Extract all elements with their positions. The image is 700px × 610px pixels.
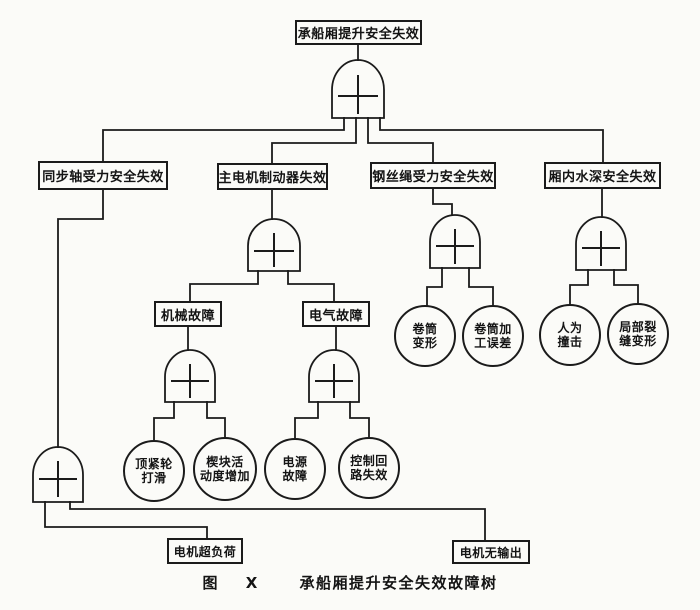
event-label: 工误差 — [474, 336, 512, 350]
event-label: 故障 — [282, 469, 308, 483]
event-label: 打滑 — [141, 471, 167, 485]
event-top-wheel-slip: 顶紧轮 打滑 — [123, 440, 185, 502]
caption-title: 承船厢提升安全失效故障树 — [299, 574, 498, 592]
node-label: 钢丝绳受力安全失效 — [372, 170, 494, 185]
event-label: 卷筒加 — [474, 321, 512, 336]
event-label: 撞击 — [557, 335, 583, 349]
or-gate-icon-mechanical — [164, 349, 216, 403]
node-wire-rope: 钢丝绳受力安全失效 — [370, 162, 496, 189]
figure-caption: 图 X 承船厢提升安全失效故障树 — [0, 572, 700, 593]
event-label: 路失效 — [350, 468, 388, 482]
node-label: 机械故障 — [160, 308, 215, 324]
or-gate-icon-wire-rope — [429, 214, 481, 269]
node-mechanical-fault: 机械故障 — [154, 301, 222, 327]
event-local-crack-deformation: 局部裂 缝变形 — [607, 303, 669, 365]
event-drum-machining-error: 卷筒加 工误差 — [462, 305, 524, 367]
event-label: 控制回 — [350, 453, 388, 468]
node-label: 主电机制动器失效 — [218, 171, 327, 186]
caption-figure-number: X — [245, 574, 259, 592]
node-motor-overload: 电机超负荷 — [167, 538, 243, 564]
event-label: 电源 — [282, 454, 308, 469]
caption-figure-word: 图 — [202, 574, 219, 592]
node-label: 同步轴受力安全失效 — [42, 170, 164, 185]
node-motor-no-output: 电机无输出 — [452, 540, 530, 564]
or-gate-icon-sync-shaft — [32, 446, 84, 503]
or-gate-icon-root — [331, 59, 385, 119]
event-label: 变形 — [412, 336, 438, 350]
event-label: 缝变形 — [619, 334, 657, 348]
event-control-loop-failure: 控制回 路失效 — [338, 437, 400, 499]
node-label: 厢内水深安全失效 — [548, 170, 657, 185]
or-gate-icon-water-depth — [575, 216, 627, 271]
event-drum-deformation: 卷筒 变形 — [394, 305, 456, 367]
node-label: 电机无输出 — [459, 545, 523, 560]
node-water-depth: 厢内水深安全失效 — [544, 162, 661, 189]
node-root-event: 承船厢提升安全失效 — [295, 20, 422, 45]
or-gate-icon-electrical — [308, 349, 360, 403]
node-main-motor-brake: 主电机制动器失效 — [217, 163, 328, 190]
event-label: 动度增加 — [199, 469, 250, 483]
event-label: 卷筒 — [412, 321, 438, 336]
node-label: 承船厢提升安全失效 — [297, 27, 420, 42]
or-gate-icon-motor-brake — [247, 218, 301, 272]
node-label: 电气故障 — [308, 308, 363, 324]
connector-lines — [44, 44, 639, 541]
event-label: 人为 — [557, 320, 583, 335]
node-electrical-fault: 电气故障 — [302, 301, 370, 327]
node-label: 电机超负荷 — [173, 544, 237, 559]
event-label: 楔块活 — [206, 454, 244, 469]
event-label: 局部裂 — [619, 319, 657, 334]
event-label: 顶紧轮 — [135, 456, 173, 471]
node-sync-shaft: 同步轴受力安全失效 — [38, 161, 168, 190]
event-wedge-mobility-increase: 楔块活 动度增加 — [193, 437, 257, 501]
event-power-fault: 电源 故障 — [264, 438, 326, 500]
event-human-impact: 人为 撞击 — [539, 304, 601, 366]
